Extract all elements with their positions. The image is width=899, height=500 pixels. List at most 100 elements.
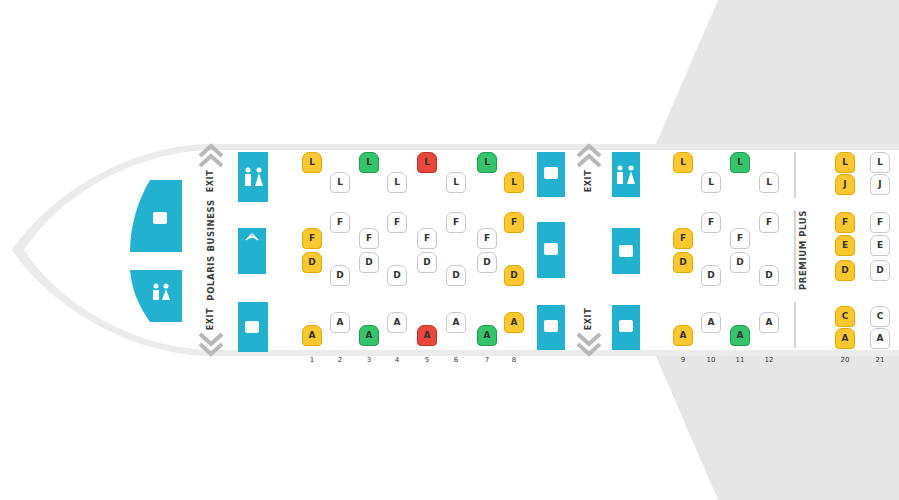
seat: D (701, 265, 721, 286)
seat-letter: F (309, 234, 315, 243)
row-number: 11 (736, 357, 745, 364)
seat: D (673, 252, 693, 273)
seat-letter: A (842, 334, 849, 343)
seat-letter: E (842, 241, 848, 250)
seat-letter: D (510, 271, 517, 280)
row-number: 5 (425, 357, 429, 364)
seat: L (835, 152, 855, 173)
seat: F (504, 212, 524, 233)
seat-letter: D (393, 271, 400, 280)
seat-letter: D (483, 258, 490, 267)
seat-letter: D (765, 271, 772, 280)
seat: A (477, 325, 497, 346)
galley (130, 180, 182, 252)
row-number: 6 (454, 357, 458, 364)
seat: L (387, 172, 407, 193)
seat: F (673, 228, 693, 249)
seat: F (330, 212, 350, 233)
seat: D (477, 252, 497, 273)
row-number: 2 (338, 357, 342, 364)
seat-letter: L (680, 158, 686, 167)
row-number: 8 (512, 357, 516, 364)
seat: F (359, 228, 379, 249)
monument-icons (245, 166, 635, 334)
row-number: 1 (310, 357, 314, 364)
seat-letter: L (737, 158, 743, 167)
seat: A (759, 312, 779, 333)
seat-letter: F (484, 234, 490, 243)
seat-letter: L (394, 178, 400, 187)
seat-letter: F (680, 234, 686, 243)
seat: A (701, 312, 721, 333)
exit-chevrons (200, 146, 600, 354)
seat: D (302, 252, 322, 273)
seat-letter: D (308, 258, 315, 267)
seat: C (870, 306, 890, 327)
seat-letter: F (766, 218, 772, 227)
seat-letter: A (366, 331, 373, 340)
seat: F (387, 212, 407, 233)
hanger-icon (246, 234, 258, 240)
seat-letter: L (424, 158, 430, 167)
seat-letter: D (707, 271, 714, 280)
seat: J (870, 174, 890, 195)
seat: F (835, 212, 855, 233)
seat: L (330, 172, 350, 193)
seat: A (504, 312, 524, 333)
row-number: 10 (707, 357, 716, 364)
seat-letter: F (453, 218, 459, 227)
seat: A (330, 312, 350, 333)
seat-letter: A (453, 318, 460, 327)
seat-letter: L (337, 178, 343, 187)
seat-letter: C (842, 312, 849, 321)
seat-letter: F (337, 218, 343, 227)
seat-letter: D (841, 266, 848, 275)
seat: F (701, 212, 721, 233)
seat: D (870, 260, 890, 281)
seat-letter: A (511, 318, 518, 327)
seat-letter: F (708, 218, 714, 227)
seat: E (870, 235, 890, 256)
seat: F (759, 212, 779, 233)
seat: D (330, 265, 350, 286)
seat-letter: A (424, 331, 431, 340)
row-number: 9 (681, 357, 685, 364)
fuselage (12, 144, 899, 356)
seat: D (504, 265, 524, 286)
seat-letter: L (877, 158, 883, 167)
seat: L (759, 172, 779, 193)
wing (655, 354, 899, 500)
seat-letter: A (766, 318, 773, 327)
wing (655, 0, 899, 146)
seat: A (302, 325, 322, 346)
seat-letter: F (737, 234, 743, 243)
seat-letter: D (452, 271, 459, 280)
seat-letter: A (680, 331, 687, 340)
seat: L (359, 152, 379, 173)
row-number: 20 (841, 357, 850, 364)
seat-letter: J (878, 180, 881, 189)
seat: E (835, 235, 855, 256)
seat-letter: E (877, 241, 883, 250)
seat-letter: A (309, 331, 316, 340)
seat-letter: D (336, 271, 343, 280)
seat: L (870, 152, 890, 173)
seat: F (870, 212, 890, 233)
monuments (238, 152, 640, 352)
cabin-floor (24, 150, 899, 350)
seat-letter: D (876, 266, 883, 275)
seat-letter: F (842, 218, 848, 227)
exit-label: EXIT (207, 170, 215, 192)
seat: D (359, 252, 379, 273)
row-number: 4 (395, 357, 399, 364)
seat: L (701, 172, 721, 193)
seat-letter: D (423, 258, 430, 267)
seat-letter: D (736, 258, 743, 267)
seat-letter: A (394, 318, 401, 327)
seat-letter: C (877, 312, 884, 321)
seat: F (730, 228, 750, 249)
seat: A (835, 328, 855, 349)
seat-letter: L (511, 178, 517, 187)
seat-letter: F (424, 234, 430, 243)
